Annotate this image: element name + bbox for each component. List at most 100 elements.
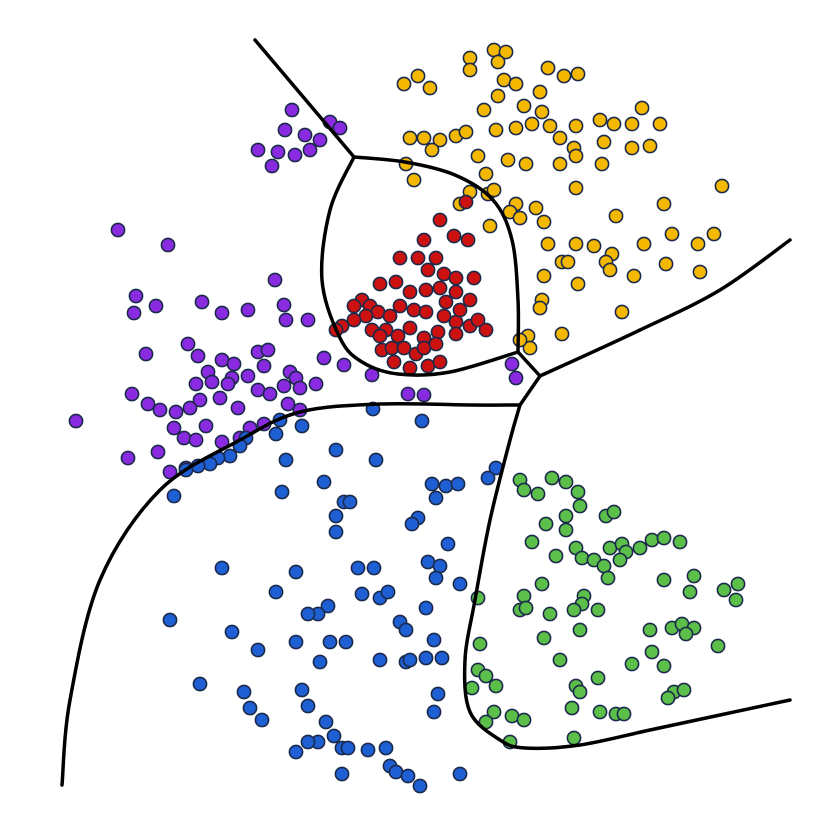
data-point: [318, 714, 334, 730]
data-point: [432, 212, 448, 228]
data-point: [372, 652, 388, 668]
data-point: [458, 124, 474, 140]
data-point: [590, 670, 606, 686]
data-point: [516, 588, 532, 604]
data-point: [392, 298, 408, 314]
decision-boundary-6: [518, 374, 542, 407]
data-point: [264, 158, 280, 174]
data-point: [706, 226, 722, 242]
data-point: [416, 340, 432, 356]
data-point: [570, 276, 586, 292]
data-point: [214, 305, 230, 321]
data-point: [214, 352, 230, 368]
data-point: [478, 166, 494, 182]
data-point: [450, 476, 466, 492]
data-point: [512, 210, 528, 226]
data-point: [490, 88, 506, 104]
data-point: [366, 560, 382, 576]
data-point: [226, 356, 242, 372]
data-point: [486, 704, 502, 720]
data-point: [128, 288, 144, 304]
data-point: [250, 382, 266, 398]
data-point: [656, 572, 672, 588]
data-point: [326, 728, 342, 744]
data-point: [432, 132, 448, 148]
data-point: [152, 402, 168, 418]
data-point: [524, 534, 540, 550]
data-point: [204, 374, 220, 390]
data-point: [160, 237, 176, 253]
data-point: [570, 484, 586, 500]
data-point: [656, 658, 672, 674]
data-point: [388, 274, 404, 290]
data-point: [472, 636, 488, 652]
data-point: [626, 268, 642, 284]
decision-boundary-4: [516, 350, 542, 378]
data-point: [652, 116, 668, 132]
data-point: [462, 292, 478, 308]
decision-boundary-8: [462, 403, 792, 751]
data-point: [368, 452, 384, 468]
data-point: [432, 558, 448, 574]
data-point: [608, 208, 624, 224]
data-point: [192, 392, 208, 408]
data-point: [312, 654, 328, 670]
data-point: [518, 156, 534, 172]
data-point: [496, 72, 512, 88]
data-point: [162, 612, 178, 628]
data-point: [516, 712, 532, 728]
data-point: [332, 120, 348, 136]
data-point: [534, 576, 550, 592]
data-point: [182, 400, 198, 416]
data-point: [440, 536, 456, 552]
data-point: [278, 452, 294, 468]
data-point: [294, 418, 310, 434]
data-point: [406, 302, 422, 318]
data-point: [534, 104, 550, 120]
data-point: [508, 120, 524, 136]
data-point: [416, 232, 432, 248]
data-point: [552, 156, 568, 172]
data-point: [634, 100, 650, 116]
data-point: [188, 432, 204, 448]
data-point: [278, 312, 294, 328]
data-point: [470, 148, 486, 164]
data-point: [402, 320, 418, 336]
data-point: [316, 474, 332, 490]
data-point: [452, 766, 468, 782]
data-point: [636, 236, 652, 252]
data-point: [552, 652, 568, 668]
data-point: [288, 634, 304, 650]
data-point: [110, 222, 126, 238]
data-point: [572, 622, 588, 638]
points-layer: [68, 42, 746, 794]
data-point: [432, 280, 448, 296]
decision-boundary-1: [253, 38, 356, 159]
data-point: [322, 634, 338, 650]
data-point: [390, 328, 406, 344]
data-point: [436, 266, 452, 282]
data-point: [424, 142, 440, 158]
data-point: [428, 250, 444, 266]
decision-boundary-7: [60, 401, 522, 787]
data-point: [498, 44, 514, 60]
data-point: [190, 348, 206, 364]
data-point: [150, 444, 166, 460]
data-point: [162, 464, 178, 480]
data-point: [346, 312, 362, 328]
data-point: [308, 376, 324, 392]
data-point: [176, 430, 192, 446]
data-point: [414, 413, 430, 429]
data-point: [410, 68, 426, 84]
data-point: [568, 118, 584, 134]
data-point: [430, 324, 446, 340]
data-point: [568, 148, 584, 164]
data-point: [540, 60, 556, 76]
data-point: [254, 712, 270, 728]
data-point: [602, 262, 618, 278]
data-point: [270, 144, 286, 160]
data-point: [148, 298, 164, 314]
data-point: [658, 256, 674, 272]
data-point: [504, 708, 520, 724]
data-point: [642, 138, 658, 154]
